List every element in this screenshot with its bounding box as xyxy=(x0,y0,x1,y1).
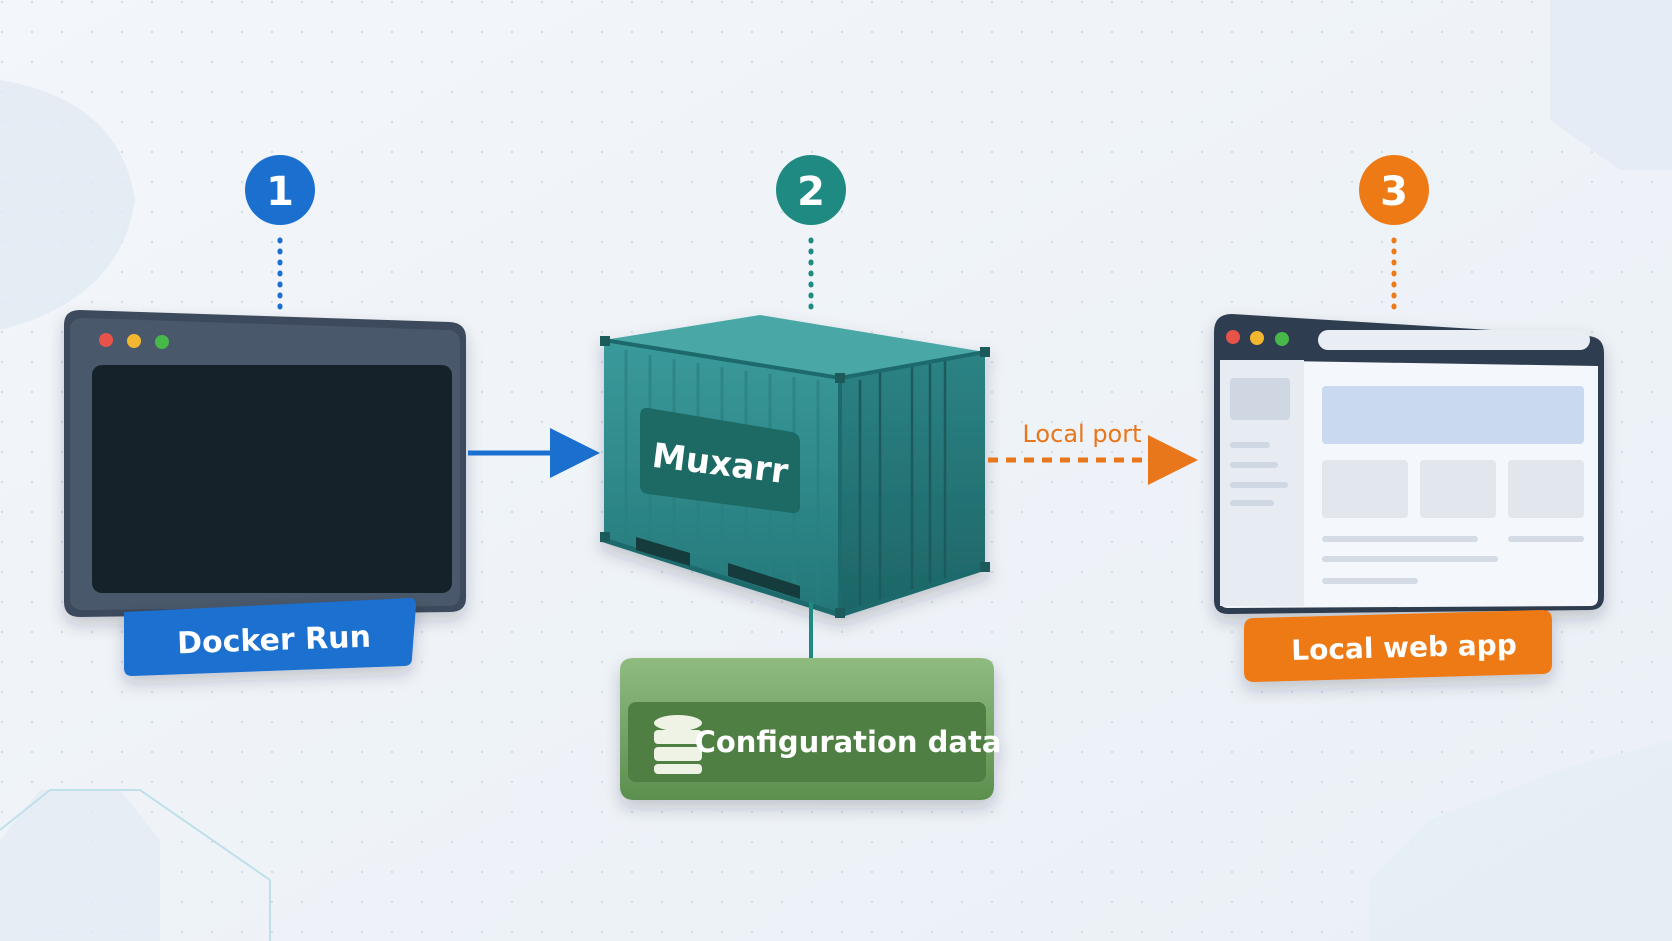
close-dot-icon xyxy=(99,333,113,347)
step-3-badge: 3 xyxy=(1359,155,1429,225)
step-1-number: 1 xyxy=(266,169,294,215)
bg-line-bottom-left xyxy=(0,789,271,941)
step-1-badge: 1 xyxy=(245,155,315,225)
step-2-badge: 2 xyxy=(776,155,846,225)
terminal-screen xyxy=(92,365,452,593)
terminal-window xyxy=(64,310,466,617)
bg-hex-right-top xyxy=(1550,0,1672,170)
browser-sidebar-block xyxy=(1230,378,1290,420)
browser-label: Local web app xyxy=(1244,610,1552,682)
bg-hex-bottom-left xyxy=(0,790,160,941)
database-icon xyxy=(654,715,702,774)
browser-maximize-dot-icon xyxy=(1275,332,1289,346)
browser-hero-banner xyxy=(1322,386,1584,444)
storage-box: Configuration data xyxy=(620,658,1001,800)
storage-label: Configuration data xyxy=(695,725,1002,759)
terminal-label: Docker Run xyxy=(124,598,416,676)
container-doors xyxy=(858,360,947,605)
browser-card-1 xyxy=(1322,460,1408,518)
terminal-label-text: Docker Run xyxy=(177,620,372,662)
browser-address-bar xyxy=(1318,330,1590,350)
container: Muxarr xyxy=(600,315,990,618)
bg-hex-left xyxy=(0,80,135,330)
browser-close-dot-icon xyxy=(1226,330,1240,344)
browser-label-text: Local web app xyxy=(1291,628,1517,667)
maximize-dot-icon xyxy=(155,335,169,349)
browser-card-3 xyxy=(1508,460,1584,518)
browser-minimize-dot-icon xyxy=(1250,331,1264,345)
minimize-dot-icon xyxy=(127,334,141,348)
step-3-number: 3 xyxy=(1380,169,1408,215)
browser-card-2 xyxy=(1420,460,1496,518)
browser-window xyxy=(1214,314,1604,614)
step-2-number: 2 xyxy=(797,169,825,215)
connection-label: Local port xyxy=(1022,420,1141,448)
container-name-plate xyxy=(640,407,800,514)
bg-hex-right-bottom xyxy=(1370,740,1672,941)
